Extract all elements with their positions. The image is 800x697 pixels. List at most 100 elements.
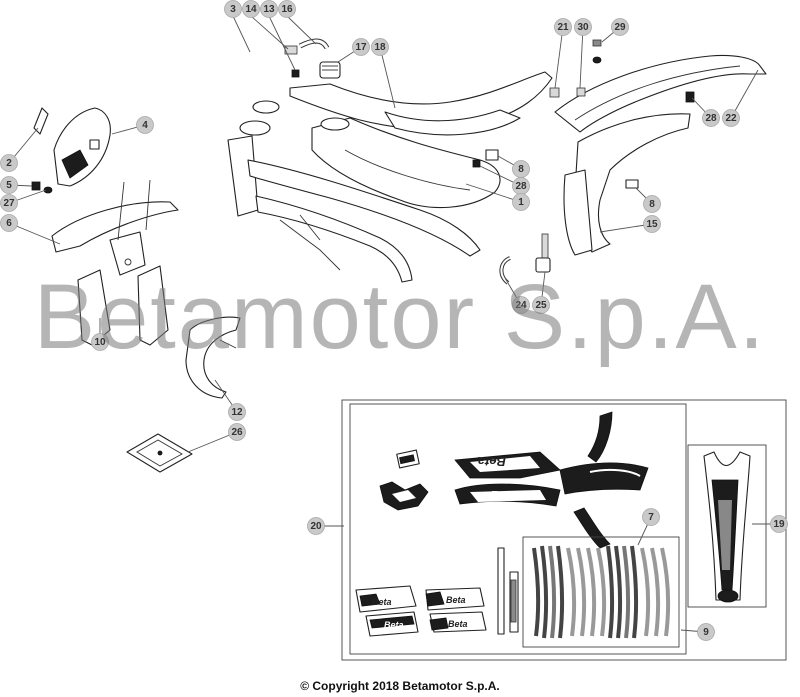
- callout-bubble: [352, 38, 370, 56]
- callout-label: 16: [281, 4, 293, 15]
- callout-bubble: [532, 296, 550, 314]
- frame: [227, 100, 481, 283]
- callout-16: 16: [278, 0, 296, 18]
- callout-label: 21: [557, 22, 569, 33]
- callout-bubble: [574, 18, 592, 36]
- front-fender: [51, 201, 179, 276]
- callout-label: 6: [6, 218, 12, 229]
- callout-label: 14: [245, 4, 257, 15]
- callout-18: 18: [371, 38, 389, 56]
- callout-label: 27: [3, 198, 15, 209]
- callout-8: 8: [643, 195, 661, 213]
- tank-decal-brand-2: Beta: [384, 620, 404, 630]
- callout-30: 30: [574, 18, 592, 36]
- callout-26: 26: [228, 423, 246, 441]
- callout-bubble: [770, 515, 788, 533]
- callout-label: 17: [355, 42, 367, 53]
- tank-decals: Beta Beta Beta Beta: [355, 585, 487, 637]
- fuel-tap: [499, 233, 551, 285]
- callout-label: 1: [518, 197, 524, 208]
- callout-label: 8: [518, 164, 524, 175]
- callout-29: 29: [611, 18, 629, 36]
- fuel-tank: [311, 117, 501, 209]
- callout-label: 29: [614, 22, 626, 33]
- callout-5: 5: [0, 176, 18, 194]
- callout-bubble: [512, 193, 530, 211]
- callout-bubble: [91, 333, 109, 351]
- callout-label: 22: [725, 113, 737, 124]
- callout-8: 8: [512, 160, 530, 178]
- sticker-sheet: [126, 433, 193, 473]
- callout-bubble: [611, 18, 629, 36]
- callout-label: 5: [6, 180, 12, 191]
- callout-label: 30: [577, 22, 589, 33]
- callout-bubble: [260, 0, 278, 18]
- callout-3: 3: [224, 0, 242, 18]
- callout-2: 2: [0, 154, 18, 172]
- callout-14: 14: [242, 0, 260, 18]
- callout-label: 19: [773, 519, 785, 530]
- callout-label: 7: [648, 512, 654, 523]
- tank-decal-brand-1: Beta: [372, 597, 392, 607]
- callout-bubble: [697, 623, 715, 641]
- callout-label: 10: [94, 337, 106, 348]
- callout-bubble: [0, 176, 18, 194]
- callout-label: 13: [263, 4, 275, 15]
- callout-label: 24: [515, 300, 527, 311]
- callout-bubble: [643, 195, 661, 213]
- decal-kit-panel: Beta Beta Beta Beta Beta Beta: [341, 399, 787, 661]
- callout-28: 28: [512, 177, 530, 195]
- callout-label: 18: [374, 42, 386, 53]
- callout-bubble: [307, 517, 325, 535]
- callout-label: 4: [142, 120, 148, 131]
- seat: [289, 71, 553, 136]
- callout-6: 6: [0, 214, 18, 232]
- decal-brand-side: Beta: [490, 488, 518, 503]
- fuel-cap: [319, 61, 341, 79]
- callout-9: 9: [697, 623, 715, 641]
- callout-21: 21: [554, 18, 572, 36]
- clips: [472, 149, 639, 189]
- callout-4: 4: [136, 116, 154, 134]
- callout-17: 17: [352, 38, 370, 56]
- callout-10: 10: [91, 333, 109, 351]
- callout-bubble: [228, 423, 246, 441]
- callout-bubble: [702, 109, 720, 127]
- callout-19: 19: [770, 515, 788, 533]
- callout-24: 24: [512, 296, 530, 314]
- callout-label: 2: [6, 158, 12, 169]
- callout-bubble: [224, 0, 242, 18]
- front-number-plate: [31, 107, 111, 194]
- callout-bubble: [278, 0, 296, 18]
- side-panel: [563, 113, 691, 256]
- callout-label: 12: [231, 407, 243, 418]
- callout-bubble: [371, 38, 389, 56]
- fork-guards: [77, 179, 169, 346]
- copyright-text: © Copyright 2018 Betamotor S.p.A.: [300, 679, 500, 693]
- fasteners-top-right: [549, 39, 695, 103]
- callout-label: 15: [646, 219, 658, 230]
- callout-label: 28: [705, 113, 717, 124]
- disc-guard: [185, 316, 241, 399]
- callout-bubble: [0, 214, 18, 232]
- callout-25: 25: [532, 296, 550, 314]
- hose-assembly: [220, 38, 330, 78]
- callout-13: 13: [260, 0, 278, 18]
- callout-7: 7: [642, 508, 660, 526]
- callout-12: 12: [228, 403, 246, 421]
- callout-bubble: [136, 116, 154, 134]
- tank-decal-brand-3: Beta: [446, 595, 466, 605]
- callout-label: 26: [231, 427, 243, 438]
- callout-1: 1: [512, 193, 530, 211]
- callout-label: 8: [649, 199, 655, 210]
- callout-bubble: [643, 215, 661, 233]
- tank-decal-brand-4: Beta: [448, 619, 468, 629]
- callout-28: 28: [702, 109, 720, 127]
- callout-20: 20: [307, 517, 325, 535]
- callout-label: 28: [515, 181, 527, 192]
- callout-bubble: [228, 403, 246, 421]
- callout-bubble: [242, 0, 260, 18]
- rear-fender-decal: [703, 451, 751, 603]
